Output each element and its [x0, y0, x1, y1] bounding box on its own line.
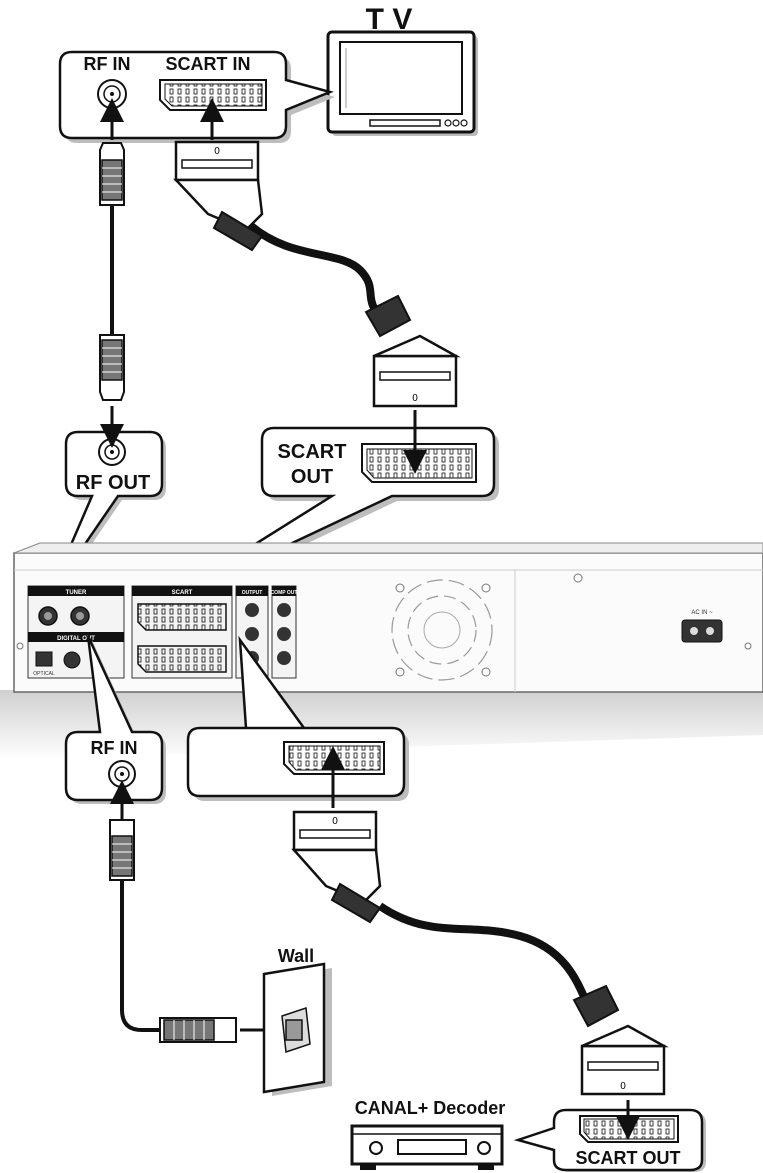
- tv-rf-in-socket: [97, 79, 127, 109]
- panel-scart-label: SCART: [172, 590, 193, 596]
- recorder-rf-out-label: RF OUT: [76, 472, 150, 494]
- tv-scart-plug-mark: 0: [214, 146, 220, 157]
- tv-rf-in-label: RF IN: [84, 54, 131, 74]
- decoder-scart-callout: [513, 1108, 706, 1172]
- decoder-scart-out-label: SCART OUT: [576, 1148, 681, 1168]
- wall-label: Wall: [278, 946, 314, 966]
- recorder-scart-out-label-1: SCART: [278, 441, 347, 463]
- wall-socket: [262, 962, 332, 1096]
- recorder-scart-out-label-2: OUT: [291, 466, 333, 488]
- tv-label: T V: [366, 3, 413, 36]
- scart-cable-bottom: [291, 810, 669, 1096]
- rf-cable-wall: [109, 819, 237, 1043]
- decoder-box: [350, 1124, 504, 1170]
- tv: [326, 30, 478, 136]
- panel-tuner-label: TUNER: [66, 590, 87, 596]
- panel-output-label: OUTPUT: [242, 590, 263, 596]
- rf-out-callout: [46, 430, 166, 602]
- tv-scart-in-socket: [159, 79, 267, 111]
- tv-scart-in-label: SCART IN: [166, 54, 251, 74]
- panel-ac-in-label: AC IN ~: [691, 610, 713, 616]
- dec-scart-plug-mark: 0: [620, 1081, 626, 1092]
- decoder-label: CANAL+ Decoder: [355, 1098, 506, 1118]
- recorder-rf-in-label: RF IN: [91, 738, 138, 758]
- rec-scart-plug-mark: 0: [412, 393, 418, 404]
- panel-digital-out-label: DIGITAL OUT: [57, 636, 95, 642]
- rec2-scart-plug-mark: 0: [332, 816, 338, 827]
- panel-optical-label: OPTICAL: [33, 671, 55, 677]
- panel-comp-out-label: COMP OUT: [271, 590, 298, 596]
- rf-cable-top: [99, 142, 125, 401]
- scart-cable-top: [173, 140, 461, 408]
